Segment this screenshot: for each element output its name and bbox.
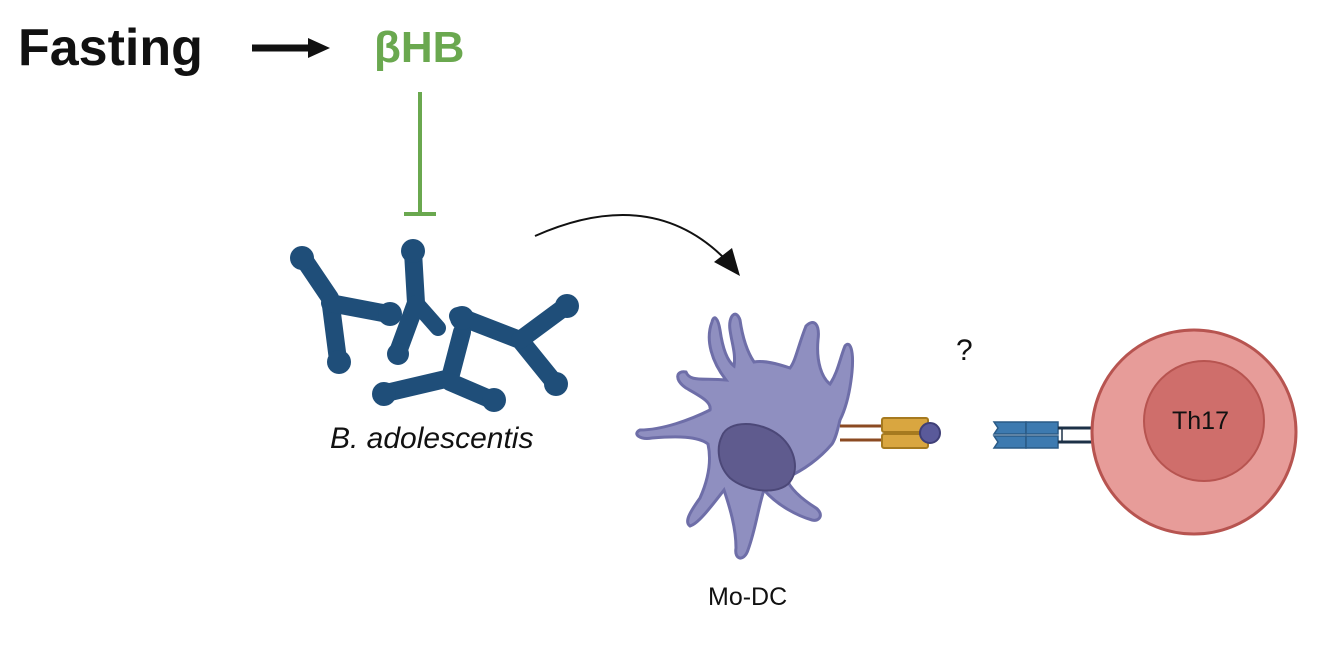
dc-receptor bbox=[840, 417, 941, 449]
dendritic-cell-label: Mo-DC bbox=[708, 583, 788, 611]
bacteria-label: B. adolescentis bbox=[330, 422, 534, 455]
th17-label: Th17 bbox=[1172, 407, 1229, 435]
bhb-label: βHB bbox=[374, 23, 465, 72]
dc-nucleus bbox=[717, 423, 796, 492]
fasting-label: Fasting bbox=[18, 19, 203, 77]
bacteria-to-dc-arrow bbox=[534, 214, 740, 276]
ligand-ball bbox=[919, 422, 941, 444]
bhb-inhibition-line bbox=[404, 92, 436, 216]
unknown-interaction-mark: ? bbox=[956, 334, 973, 367]
bacteria-cluster bbox=[290, 239, 579, 412]
th17-cell bbox=[1090, 328, 1298, 536]
fasting-to-bhb-arrow bbox=[252, 38, 330, 58]
th17-nucleus bbox=[1143, 360, 1265, 482]
dendritic-cell bbox=[635, 312, 854, 560]
